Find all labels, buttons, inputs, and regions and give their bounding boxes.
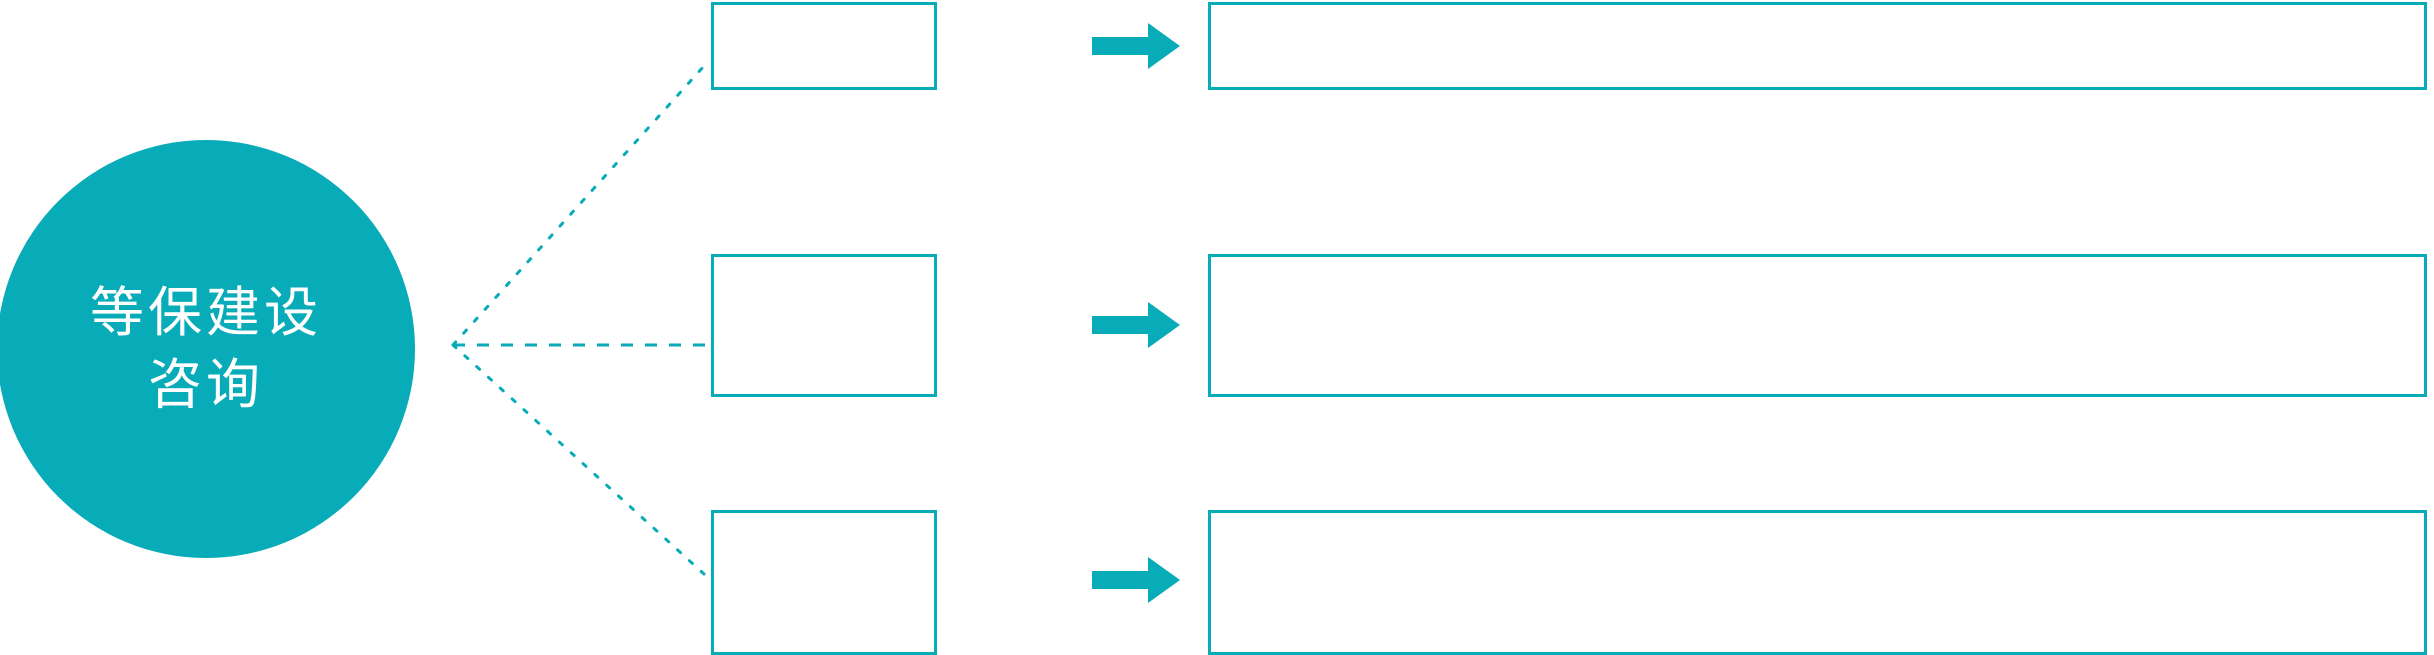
hub-circle[interactable]: 等保建设 咨询 bbox=[0, 140, 415, 558]
row-2-large-box[interactable] bbox=[1208, 254, 2427, 397]
connector-hub-to-row-3 bbox=[451, 343, 706, 576]
row-1-small-box[interactable] bbox=[711, 2, 937, 90]
row-1-arrow-right-icon bbox=[1092, 23, 1180, 69]
row-3-arrow-right-icon bbox=[1092, 557, 1180, 603]
row-2-arrow-right-icon bbox=[1092, 302, 1180, 348]
connector-hub-to-row-1 bbox=[451, 64, 706, 347]
row-3-large-box[interactable] bbox=[1208, 510, 2427, 655]
row-3-small-box[interactable] bbox=[711, 510, 937, 655]
row-2-small-box[interactable] bbox=[711, 254, 937, 397]
hub-label-line-2: 咨询 bbox=[148, 355, 264, 415]
hub-label-line-1: 等保建设 bbox=[90, 282, 322, 343]
row-1-large-box[interactable] bbox=[1208, 2, 2427, 90]
